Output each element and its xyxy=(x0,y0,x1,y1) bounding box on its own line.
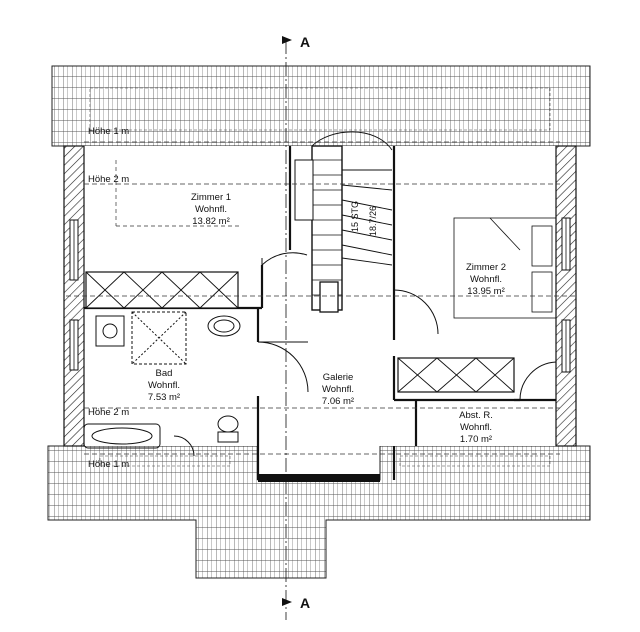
room-abstellraum: Abst. R. Wohnfl. 1.70 m² xyxy=(459,410,493,446)
room-zimmer-1: Zimmer 1 Wohnfl. 13.82 m² xyxy=(191,192,231,228)
roof-top xyxy=(51,65,591,147)
room-area: 13.95 m² xyxy=(467,286,505,297)
section-line-a xyxy=(282,36,292,620)
staircase xyxy=(294,131,393,313)
room-name: Galerie xyxy=(322,372,354,383)
stair-rise-label: 18.7/26 xyxy=(368,205,378,236)
gallery-railing xyxy=(258,474,380,482)
room-zimmer-2: Zimmer 2 Wohnfl. 13.95 m² xyxy=(466,262,506,298)
bed xyxy=(453,217,557,319)
dormer-abst xyxy=(397,357,515,393)
room-type: Wohnfl. xyxy=(194,204,228,215)
room-name: Zimmer 1 xyxy=(190,192,232,203)
room-galerie: Galerie Wohnfl. 7.06 m² xyxy=(322,372,354,408)
height-label-bottom-2: Höhe 2 m xyxy=(88,407,130,418)
room-name: Abst. R. xyxy=(459,410,493,421)
height-label-bottom-1: Höhe 1 m xyxy=(88,459,130,470)
section-marker-top: A xyxy=(300,34,311,50)
room-type: Wohnfl. xyxy=(147,380,181,391)
room-area: 7.06 m² xyxy=(321,396,355,407)
room-type: Wohnfl. xyxy=(459,422,493,433)
height-label-top-1: Höhe 1 m xyxy=(88,126,130,137)
door-swings xyxy=(257,252,557,401)
room-name: Zimmer 2 xyxy=(465,262,507,273)
height-lines xyxy=(66,141,576,455)
room-area: 7.53 m² xyxy=(147,392,181,403)
room-bad: Bad Wohnfl. 7.53 m² xyxy=(148,368,180,404)
room-area: 13.82 m² xyxy=(192,216,230,227)
room-type: Wohnfl. xyxy=(469,274,503,285)
room-name: Bad xyxy=(155,368,173,379)
section-marker-bottom: A xyxy=(300,595,311,611)
bath-fixtures xyxy=(83,311,241,457)
height-label-top-2: Höhe 2 m xyxy=(88,174,130,185)
dormer-zimmer1 xyxy=(85,271,239,309)
room-type: Wohnfl. xyxy=(321,384,355,395)
room-area: 1.70 m² xyxy=(459,434,493,445)
stair-steps-label: 15 STG xyxy=(350,200,360,232)
roof-bottom xyxy=(47,445,591,579)
